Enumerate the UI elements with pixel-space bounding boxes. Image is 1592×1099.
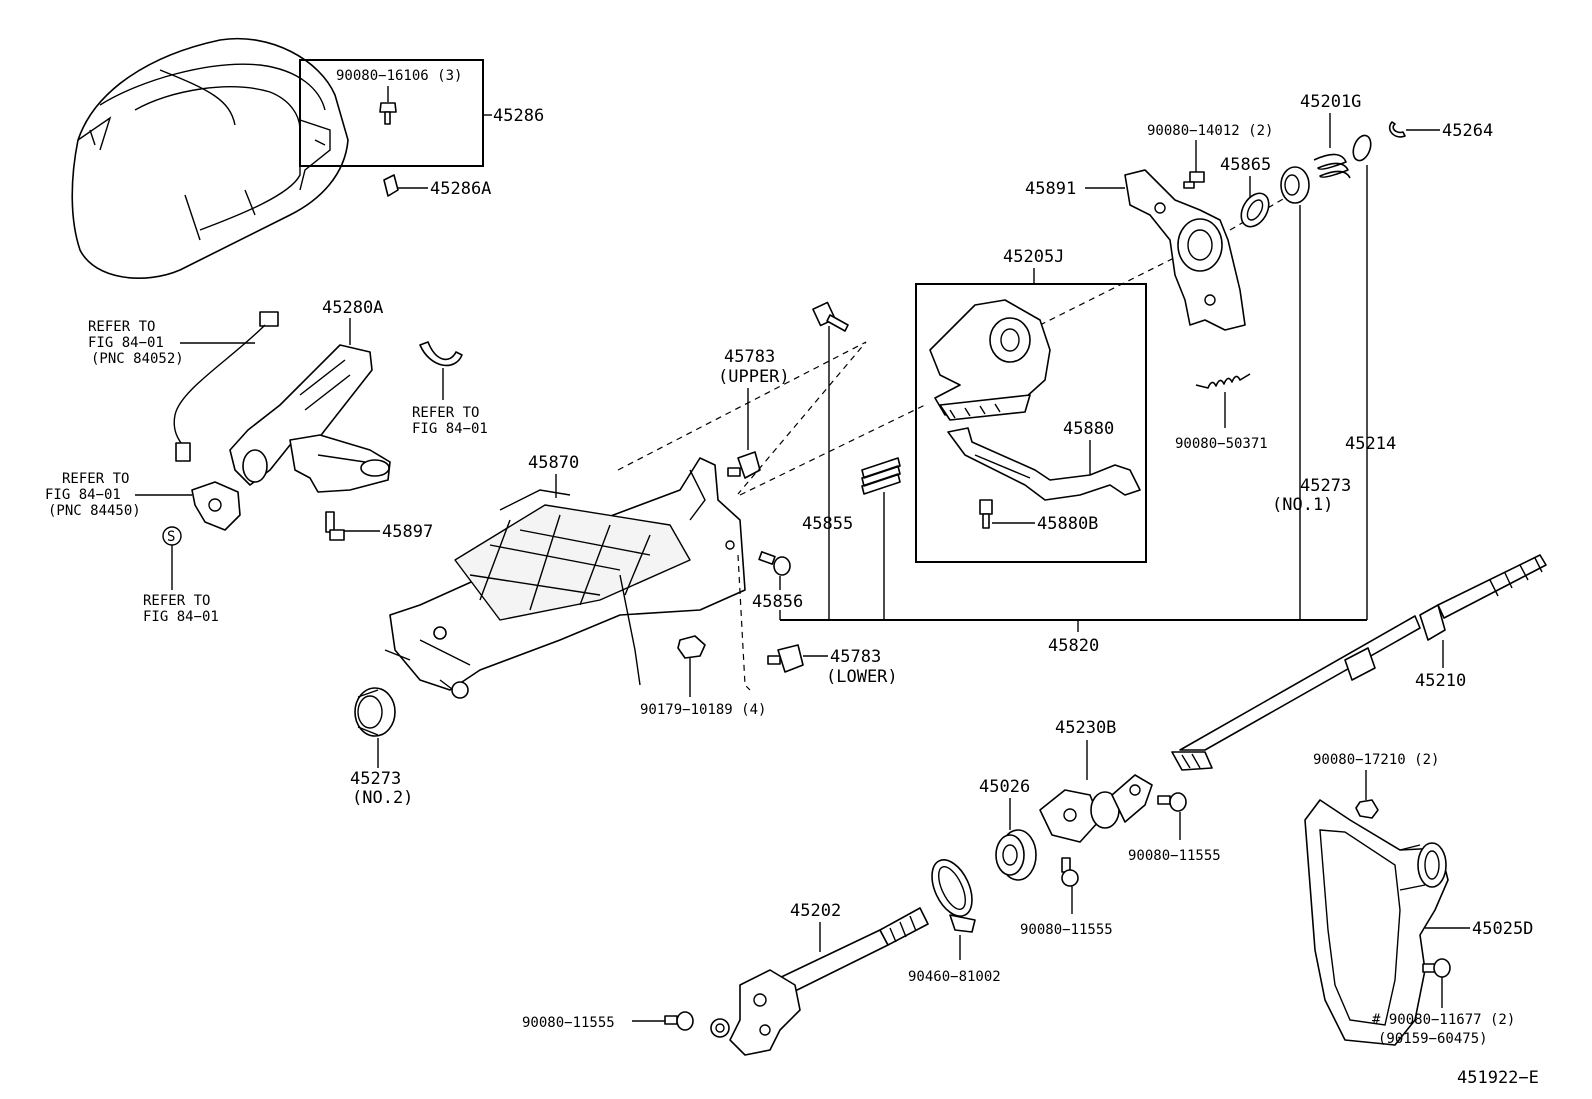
label-45205J: 45205J: [1003, 247, 1064, 267]
label-45280A: 45280A: [322, 298, 383, 318]
label-45273-no1: 45273: [1300, 476, 1351, 496]
hose-clamp-illustration: [931, 859, 976, 933]
bearing-illustration: [354, 687, 396, 737]
bushing-illustration: [1280, 166, 1310, 204]
label-45273-no2: 45273: [350, 769, 401, 789]
guide-dash: [737, 554, 751, 691]
label-45783-upper-sub: (UPPER): [718, 367, 790, 387]
label-90080-11677: # 90080−11677 (2): [1372, 1012, 1515, 1028]
seal-ring-illustration: [1240, 192, 1270, 228]
release-lever-illustration: [947, 427, 1141, 501]
label-refer2-a: REFER TO: [412, 405, 479, 421]
bolt-icon: [1157, 792, 1187, 812]
label-90080-16106: 90080−16106 (3): [336, 68, 462, 84]
label-45202: 45202: [790, 901, 841, 921]
label-45273-no2-sub: (NO.2): [352, 788, 413, 808]
bearing-seal-illustration: [995, 829, 1037, 881]
lock-housing-illustration: [229, 344, 391, 493]
label-45783-upper: 45783: [724, 347, 775, 367]
main-shaft-illustration: [1171, 554, 1547, 771]
label-45820: 45820: [1048, 636, 1099, 656]
tilt-group-box: [915, 283, 1147, 563]
lower-shaft-illustration: [710, 907, 929, 1056]
screw-icon: [1183, 171, 1205, 189]
guide-dash: [617, 341, 867, 495]
label-45286: 45286: [493, 106, 544, 126]
label-45201G: 45201G: [1300, 92, 1361, 112]
label-refer1-b: FIG 84−01: [88, 335, 164, 351]
label-90080-50371: 90080−50371: [1175, 436, 1268, 452]
spring-illustration: [1313, 153, 1351, 179]
label-45026: 45026: [979, 777, 1030, 797]
bolt-icon: [1422, 958, 1451, 978]
nut-icon: [677, 635, 706, 659]
diagram-id: 451922−E: [1457, 1068, 1539, 1088]
label-refer1-c: (PNC 84052): [91, 351, 184, 367]
s-mark-icon: S: [162, 526, 182, 546]
label-45897: 45897: [382, 522, 433, 542]
label-45783-lower-sub: (LOWER): [826, 667, 898, 687]
label-45025D: 45025D: [1472, 919, 1533, 939]
label-refer2-b: FIG 84−01: [412, 421, 488, 437]
label-45286A: 45286A: [430, 179, 491, 199]
label-45210: 45210: [1415, 671, 1466, 691]
label-90460-81002: 90460−81002: [908, 969, 1001, 985]
clip-icon: [383, 174, 399, 197]
tilt-lock-illustration: [929, 299, 1051, 421]
label-45865: 45865: [1220, 155, 1271, 175]
ring-illustration: [1352, 134, 1372, 162]
label-90080-11555-b: 90080−11555: [1020, 922, 1113, 938]
stopper-upper-illustration: [727, 451, 761, 479]
label-45891: 45891: [1025, 179, 1076, 199]
label-45856: 45856: [752, 592, 803, 612]
tension-spring-illustration: [1195, 373, 1251, 389]
label-45264: 45264: [1442, 121, 1493, 141]
bolt-icon: [325, 511, 345, 541]
tilt-bracket-illustration: [1124, 169, 1246, 331]
label-45783-lower: 45783: [830, 647, 881, 667]
snap-ring-icon: [1388, 121, 1406, 138]
nut-icon: [1355, 799, 1379, 819]
label-45870: 45870: [528, 453, 579, 473]
label-90159-60475: (90159−60475): [1378, 1031, 1488, 1047]
column-cover-illustration: [71, 37, 349, 279]
bolt-icon: [664, 1011, 694, 1031]
wire-sensor-illustration: [173, 311, 279, 462]
label-45880B: 45880B: [1037, 514, 1098, 534]
stopper-lower-illustration: [767, 644, 804, 673]
bolt-icon: [1061, 857, 1079, 887]
label-refer4-a: REFER TO: [143, 593, 210, 609]
label-refer3-b: FIG 84−01: [45, 487, 121, 503]
label-refer4-b: FIG 84−01: [143, 609, 219, 625]
universal-joint-illustration: [1039, 774, 1153, 843]
label-45855: 45855: [802, 514, 853, 534]
label-90080-11555-a: 90080−11555: [1128, 848, 1221, 864]
label-45230B: 45230B: [1055, 718, 1116, 738]
cover-group-box: [299, 59, 484, 167]
label-90080-17210: 90080−17210 (2): [1313, 752, 1439, 768]
coil-spring-illustration: [861, 457, 901, 495]
dust-boot-illustration: [1304, 799, 1449, 1046]
bolt-icon: [979, 499, 993, 529]
guide-dash: [739, 404, 926, 496]
label-refer3-a: REFER TO: [62, 471, 129, 487]
screw-icon: [379, 102, 397, 125]
label-refer3-c: (PNC 84450): [48, 503, 141, 519]
column-bracket-illustration: [384, 457, 746, 699]
label-45214: 45214: [1345, 434, 1396, 454]
label-90179-10189: 90179−10189 (4): [640, 702, 766, 718]
label-90080-11555-c: 90080−11555: [522, 1015, 615, 1031]
bolt-icon: [812, 301, 849, 332]
svg-text:S: S: [167, 529, 175, 545]
label-refer1-a: REFER TO: [88, 319, 155, 335]
switch-illustration: [191, 481, 241, 531]
label-45273-no1-sub: (NO.1): [1272, 495, 1333, 515]
label-45880: 45880: [1063, 419, 1114, 439]
guide-dash: [1029, 254, 1181, 331]
clamp-illustration: [419, 341, 463, 367]
label-90080-14012: 90080−14012 (2): [1147, 123, 1273, 139]
bolt-icon: [758, 551, 791, 576]
